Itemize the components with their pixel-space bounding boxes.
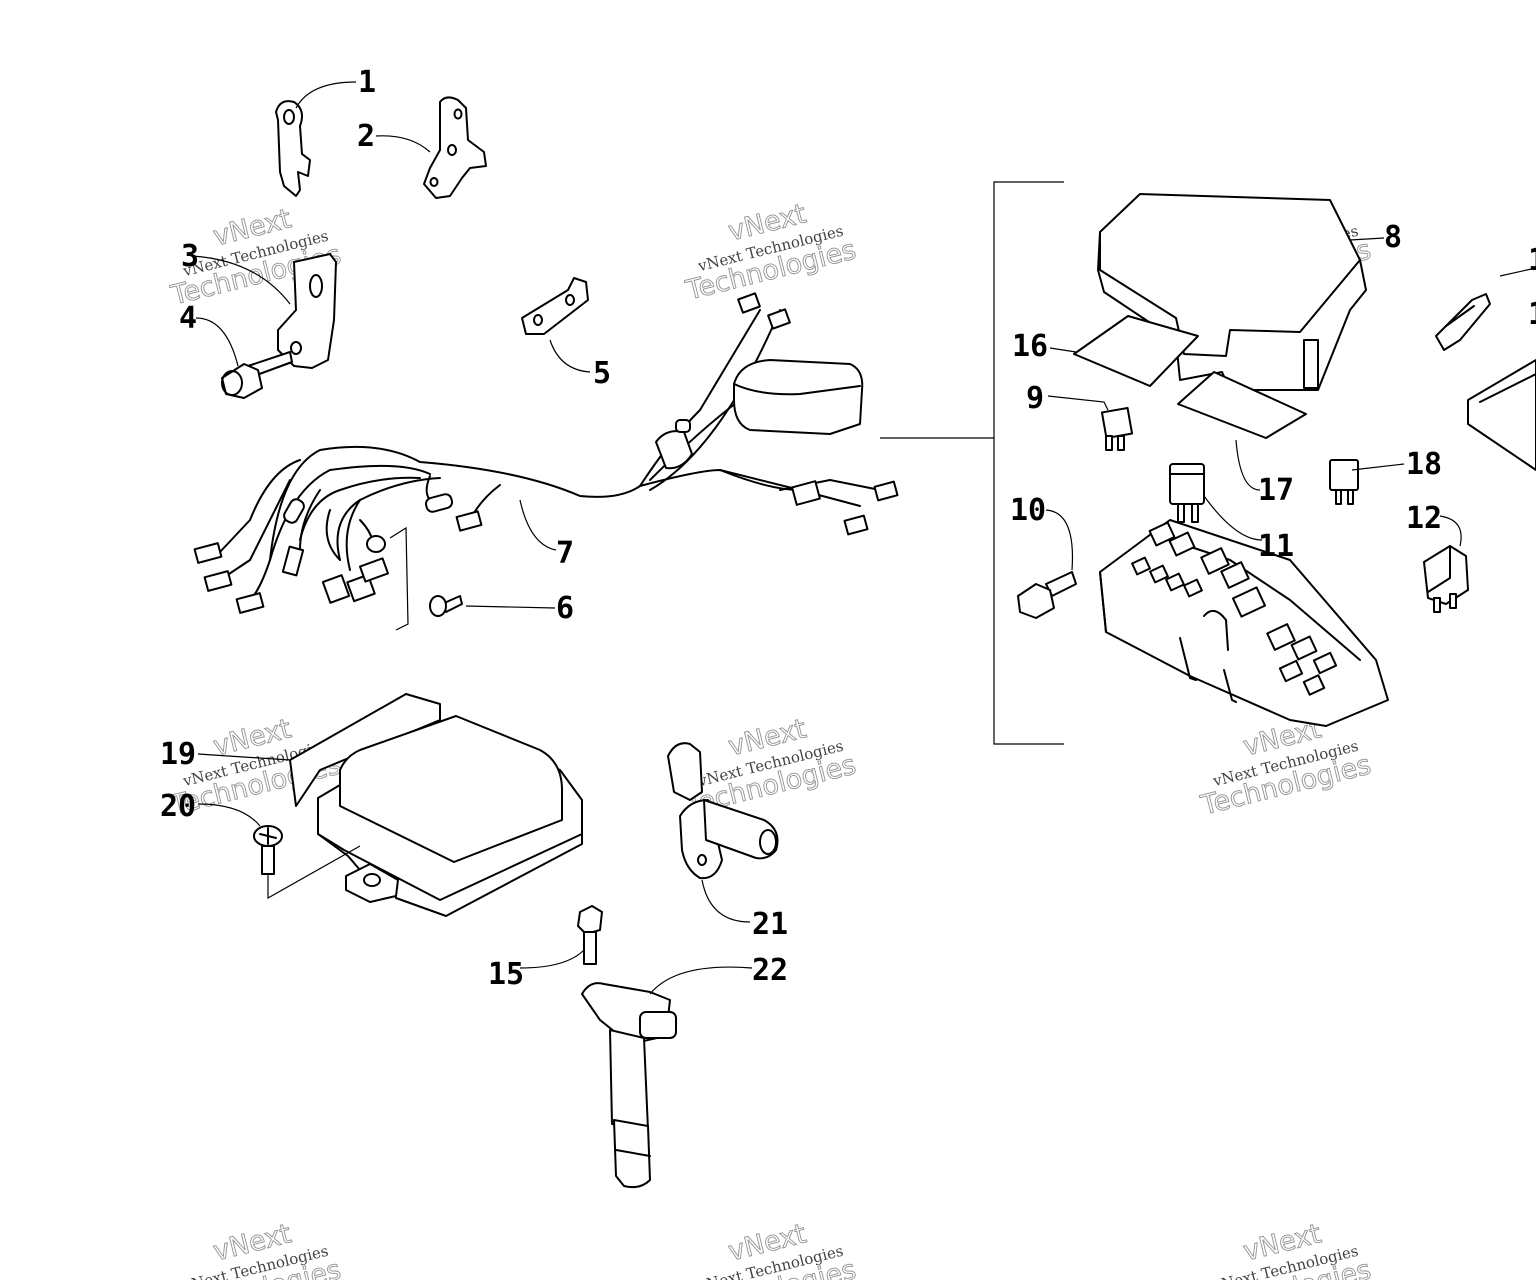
callout-8: 8 [1384, 220, 1402, 255]
part-22-ignition-coil [581, 982, 677, 1189]
callout-22: 22 [752, 953, 788, 988]
watermark-9: vNext vNext Technologies Technologies [1197, 1218, 1375, 1280]
callout-15: 15 [488, 957, 524, 992]
part-15-bolt [577, 905, 603, 965]
part-14-box-partial [1467, 359, 1536, 471]
watermark-2: vNext vNext Technologies Technologies [682, 198, 860, 307]
callout-10: 10 [1010, 493, 1046, 528]
watermark-6: vNext vNext Technologies Technologies [1197, 713, 1375, 822]
part-10-bolt [1017, 571, 1077, 619]
callout-21: 21 [752, 907, 788, 942]
part-11-relay [1169, 463, 1205, 523]
part-20-screw [253, 825, 361, 900]
callout-19: 19 [160, 737, 196, 772]
watermark-7: vNext vNext Technologies Technologies [167, 1218, 345, 1280]
callout-numbers: 1 2 3 4 5 6 7 8 9 10 11 12 1 1 15 16 17 … [160, 65, 1536, 992]
callout-5: 5 [593, 356, 611, 391]
part-2-bracket [423, 96, 487, 199]
part-21-sensor [667, 742, 779, 880]
callout-12: 12 [1406, 501, 1442, 536]
callout-1: 1 [358, 65, 376, 100]
callout-18: 18 [1406, 447, 1442, 482]
callout-14-partial: 1 [1528, 297, 1536, 332]
callout-6: 6 [556, 591, 574, 626]
part-4-bolt [221, 351, 293, 399]
part-16-label [1073, 315, 1199, 387]
part-1-bracket [275, 100, 311, 197]
callout-4: 4 [179, 301, 197, 336]
fuse-box-base [1099, 519, 1389, 727]
part-8-fuse-box-cover [1097, 193, 1367, 391]
callout-20: 20 [160, 789, 196, 824]
part-18-mini-relay [1329, 459, 1359, 505]
callout-7: 7 [556, 536, 574, 571]
part-6-screw [429, 595, 463, 617]
part-19-ecu [289, 693, 583, 917]
part-5-plate [521, 277, 589, 335]
callout-13-partial: 1 [1528, 243, 1536, 278]
part-12-relay [1423, 545, 1469, 613]
callout-16: 16 [1012, 329, 1048, 364]
leader-lines [191, 81, 1536, 995]
part-13-clip-partial [1435, 293, 1491, 351]
callout-11: 11 [1258, 529, 1294, 564]
callout-3: 3 [181, 239, 199, 274]
callout-9: 9 [1026, 381, 1044, 416]
watermark-8: vNext vNext Technologies Technologies [682, 1218, 860, 1280]
part-3-bracket [277, 253, 337, 369]
callout-2: 2 [357, 119, 375, 154]
part-7-wiring-harness [193, 292, 899, 631]
fuse-box-group-bracket [880, 181, 1064, 745]
part-9-fuse [1100, 406, 1134, 451]
callout-17: 17 [1258, 473, 1294, 508]
part-17-label [1177, 371, 1307, 439]
